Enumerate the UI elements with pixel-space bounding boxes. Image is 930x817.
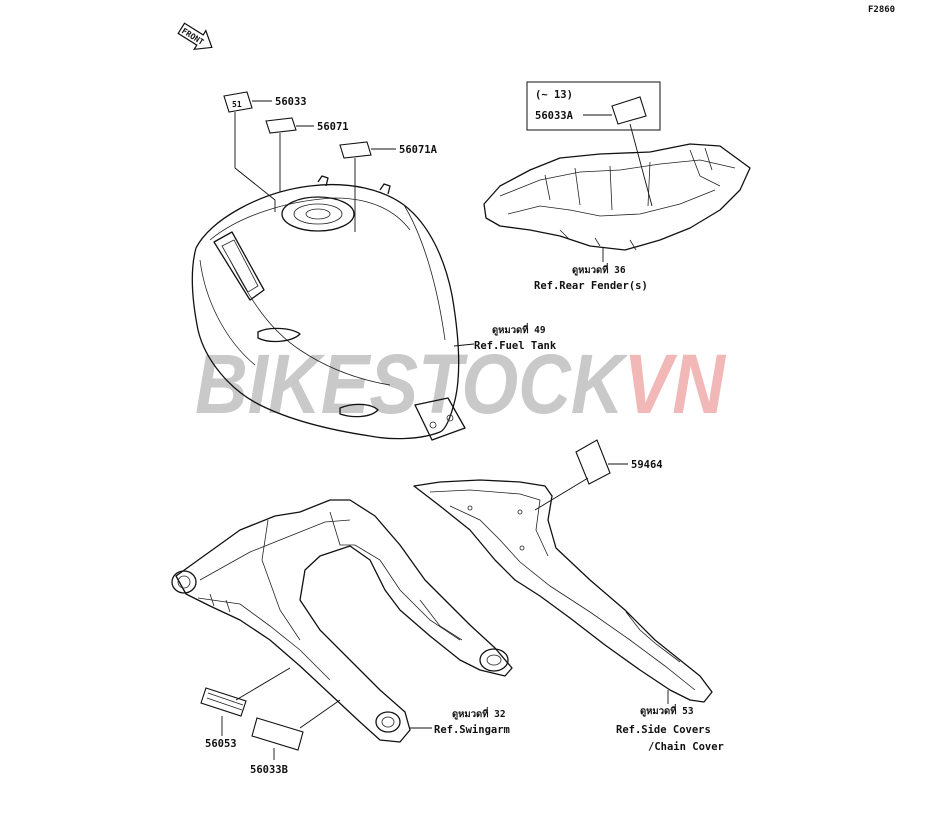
ref-swingarm-thai: ดูหมวดที่ 32	[452, 706, 506, 721]
label-56071: 56071	[317, 121, 349, 133]
swingarm	[171, 499, 513, 743]
fuel-tank	[191, 175, 466, 441]
ref-side-covers-line1: Ref.Side Covers	[616, 724, 711, 736]
ref-rear-fender-thai: ดูหมวดที่ 36	[572, 262, 626, 277]
front-arrow-icon: FRONT	[177, 22, 213, 51]
watermark-part2: VN	[624, 337, 727, 431]
side-cover	[413, 479, 713, 703]
ref-fuel-tank-thai: ดูหมวดที่ 49	[492, 322, 546, 337]
decal-56071A	[339, 141, 372, 159]
leader-56033-tank	[234, 112, 276, 212]
decal-56033B	[251, 717, 304, 751]
decal-56053	[200, 687, 247, 717]
diagram-code: F2860	[868, 5, 895, 15]
ref-fuel-tank: Ref.Fuel Tank	[474, 340, 557, 352]
label-56033B: 56033B	[250, 764, 288, 776]
inset-note: (~ 13)	[535, 89, 573, 101]
ref-side-covers-thai: ดูหมวดที่ 53	[640, 703, 694, 718]
leader-56053-arm	[235, 667, 291, 701]
label-56053: 56053	[205, 738, 237, 750]
label-59464: 59464	[631, 459, 663, 471]
decal-badge-text: 51	[232, 100, 242, 109]
leader-56033B-arm	[299, 699, 341, 729]
decal-56033: 51	[223, 91, 253, 113]
label-56071A: 56071A	[399, 144, 438, 156]
watermark: BIKESTOCKVN	[195, 337, 727, 431]
ref-swingarm: Ref.Swingarm	[434, 724, 510, 736]
ref-side-covers-line2: /Chain Cover	[648, 741, 724, 753]
watermark-part1: BIKESTOCK	[195, 337, 628, 431]
decal-56053-stripes	[206, 692, 244, 711]
leader-59464-cover	[534, 477, 589, 511]
inset-box	[526, 81, 661, 131]
decal-59464	[575, 439, 611, 485]
label-56033A: 56033A	[535, 110, 574, 122]
label-56033: 56033	[275, 96, 307, 108]
ref-rear-fender: Ref.Rear Fender(s)	[534, 280, 648, 292]
rear-fender	[483, 143, 751, 251]
decal-56071	[265, 117, 297, 134]
decal-56033A	[611, 96, 647, 125]
leader-fuel-tank	[453, 343, 475, 347]
